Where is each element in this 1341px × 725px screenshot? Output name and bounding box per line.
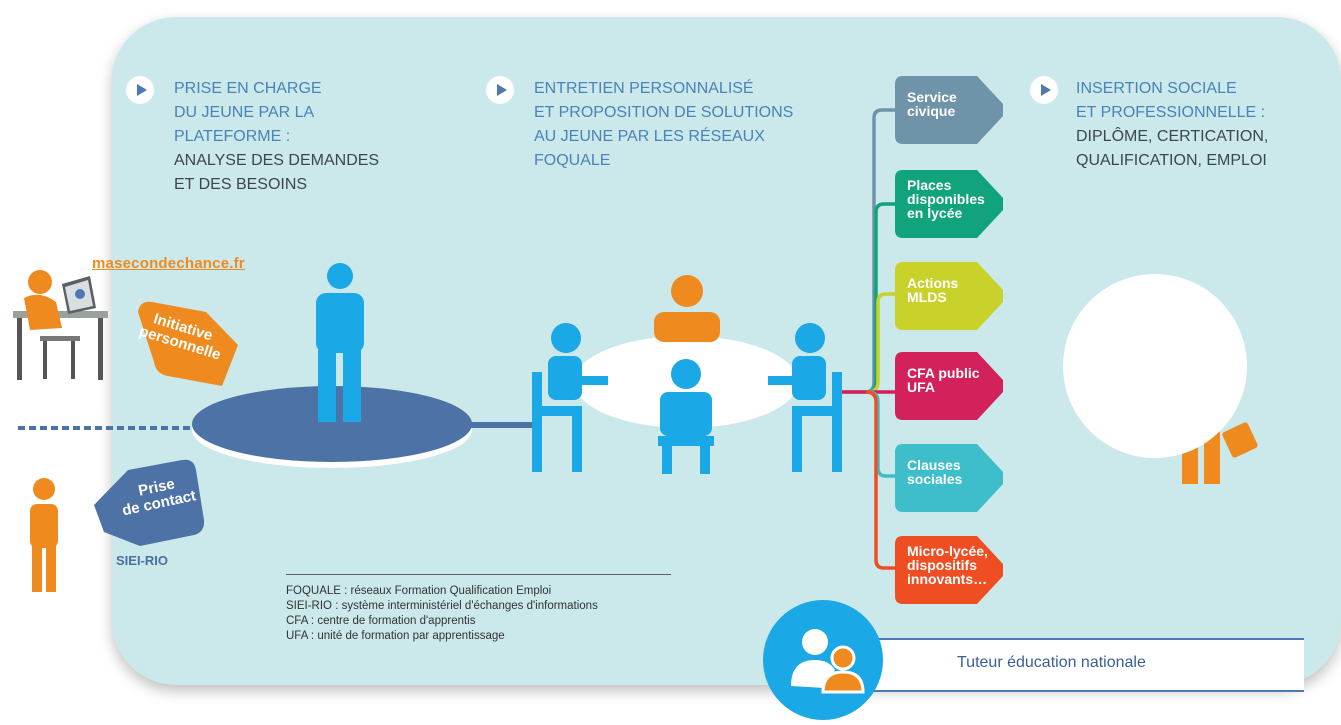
website-link[interactable]: masecondechance.fr	[92, 255, 245, 272]
solution-tag-shape	[895, 352, 1003, 420]
step-1-text: PRISE EN CHARGE DU JEUNE PAR LA PLATEFOR…	[174, 77, 379, 197]
legend-item: FOQUALE : réseaux Formation Qualificatio…	[286, 585, 552, 597]
solution-line: MLDS	[907, 289, 947, 305]
step-1-line: PLATEFORME :	[174, 128, 291, 145]
solution-line: sociales	[907, 471, 963, 487]
standing-person-icon	[316, 263, 364, 422]
play-icon	[486, 76, 514, 104]
solution-tag-shape	[895, 262, 1003, 330]
solution-tag-shape	[895, 76, 1003, 144]
step-2-line: FOQUALE	[534, 152, 611, 169]
contact-tag	[94, 459, 205, 546]
step-3-text: INSERTION SOCIALE ET PROFESSIONNELLE : D…	[1076, 77, 1268, 173]
initiative-tag	[138, 301, 238, 386]
solution-line: civique	[907, 103, 956, 119]
solution-line: innovants…	[907, 571, 988, 587]
tutor-label: Tuteur éducation nationale	[957, 654, 1146, 671]
solution-tag-shape	[895, 536, 1003, 604]
solution-line: Places	[907, 177, 952, 193]
step-2-text: ENTRETIEN PERSONNALISÉ ET PROPOSITION DE…	[534, 77, 793, 173]
solution-line: UFA	[907, 379, 935, 395]
solution-line: Micro-lycée,	[907, 543, 988, 559]
step-1-line: ANALYSE DES DEMANDES	[174, 152, 380, 169]
solution-line: CFA public	[907, 365, 980, 381]
legend: FOQUALE : réseaux Formation Qualificatio…	[286, 574, 671, 644]
person-at-computer-icon	[13, 270, 108, 380]
insertion-circle	[1063, 274, 1247, 458]
step-2-line: ENTRETIEN PERSONNALISÉ	[534, 80, 754, 97]
solution-line: Service	[907, 89, 957, 105]
solution-line: disponibles	[907, 191, 985, 207]
legend-item: SIEI-RIO : système interministériel d'éc…	[286, 600, 598, 612]
step-3-line: QUALIFICATION, EMPLOI	[1076, 152, 1267, 169]
step-2-line: AU JEUNE PAR LES RÉSEAUX	[534, 128, 765, 145]
legend-item: CFA : centre de formation d'apprentis	[286, 615, 476, 627]
solution-tag-shape	[895, 170, 1003, 238]
tutor-icon	[763, 600, 883, 720]
solution-line: dispositifs	[907, 557, 978, 573]
step-3-line: ET PROFESSIONNELLE :	[1076, 104, 1266, 121]
platform-ellipse	[192, 386, 472, 462]
solution-line: Clauses	[907, 457, 961, 473]
step-3-line: INSERTION SOCIALE	[1076, 80, 1237, 97]
step-1-line: PRISE EN CHARGE	[174, 80, 322, 97]
legend-item: UFA : unité de formation par apprentissa…	[286, 630, 505, 642]
step-3-line: DIPLÔME, CERTICATION,	[1076, 128, 1269, 145]
siei-rio-label: SIEI-RIO	[116, 553, 169, 568]
tutor-banner: Tuteur éducation nationale	[860, 638, 1304, 692]
solution-tag-shape	[895, 444, 1003, 512]
step-2-line: ET PROPOSITION DE SOLUTIONS	[534, 104, 794, 121]
solution-line: Actions	[907, 275, 959, 291]
contact-person-icon	[30, 478, 58, 592]
play-icon	[1030, 76, 1058, 104]
branch-connectors	[842, 108, 898, 570]
step-1-line: ET DES BESOINS	[174, 176, 308, 193]
meeting-table-icon	[532, 275, 842, 474]
solution-line: en lycée	[907, 205, 963, 221]
play-icon	[126, 76, 154, 104]
step-1-line: DU JEUNE PAR LA	[174, 104, 315, 121]
